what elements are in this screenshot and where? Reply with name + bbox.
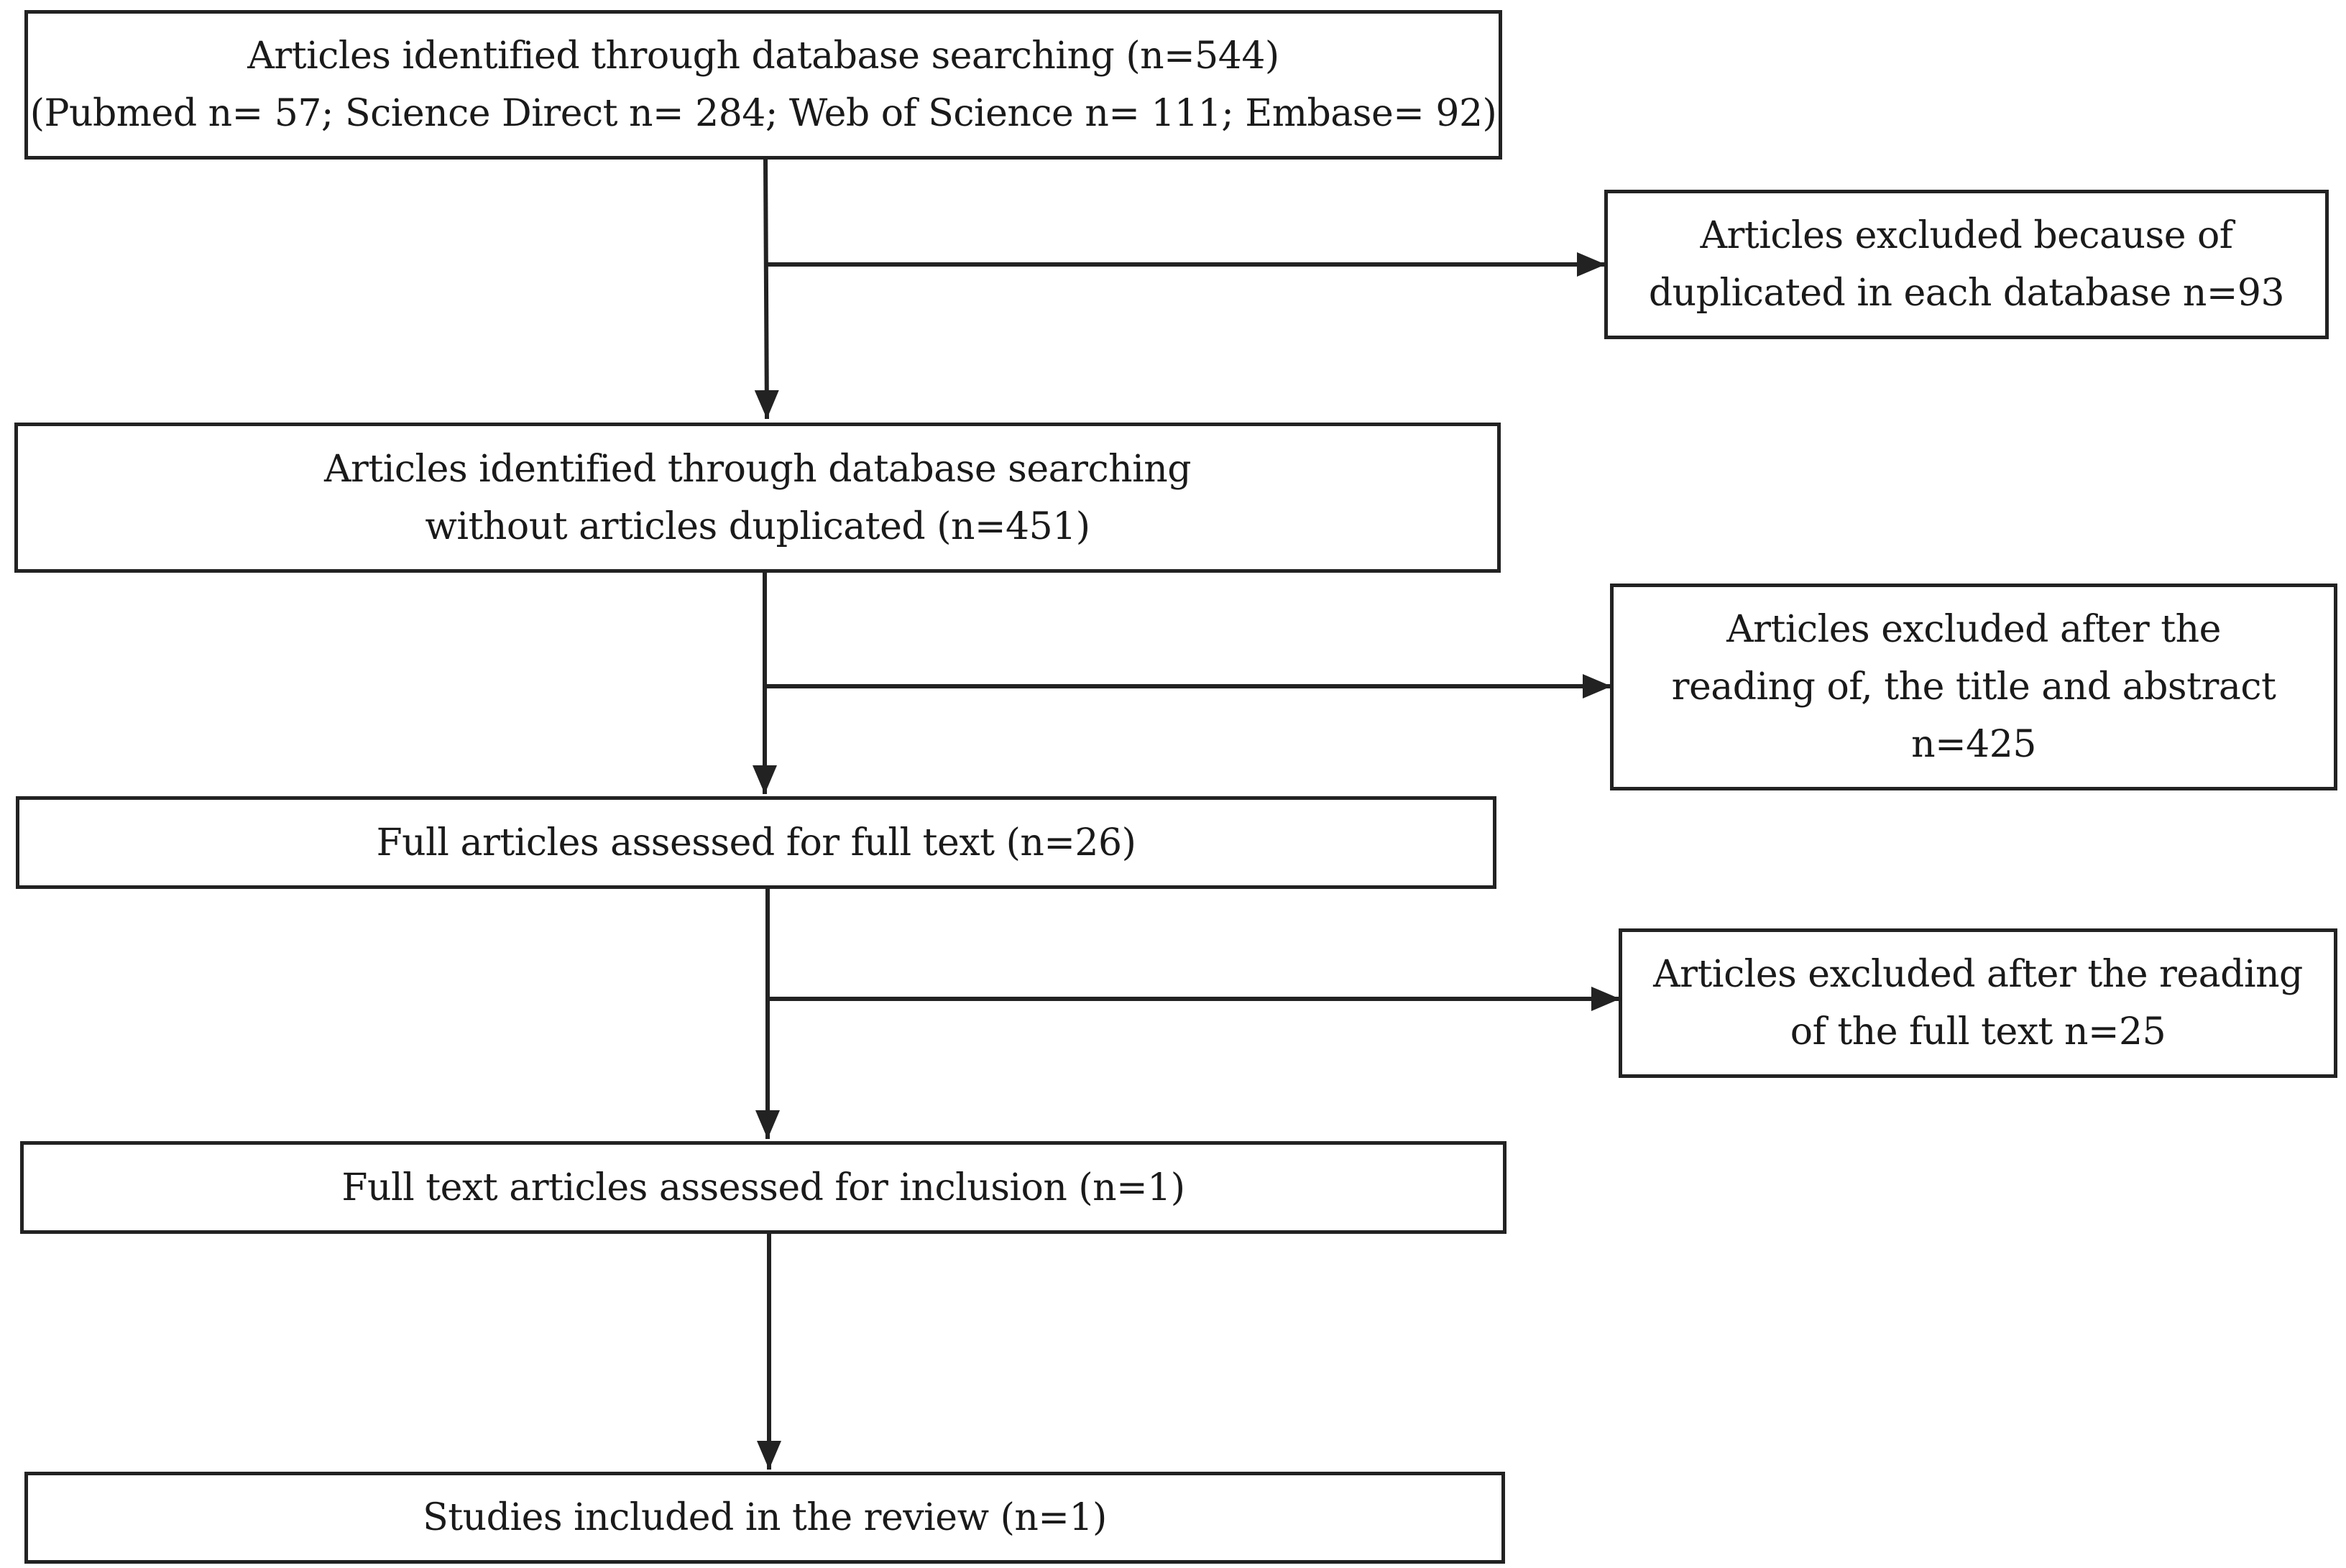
box-excluded-duplicates-line-1: Articles excluded because of — [1700, 214, 2233, 257]
box-excluded-title-abstract-line-2: reading of, the title and abstract — [1671, 665, 2276, 709]
box-included-line-1: Studies included in the review (n=1) — [423, 1496, 1107, 1539]
box-without-duplicates-line-2: without articles duplicated (n=451) — [425, 504, 1090, 548]
box-identified: Articles identified through database sea… — [24, 10, 1502, 160]
box-excluded-title-abstract: Articles excluded after the reading of, … — [1610, 584, 2337, 790]
box-excluded-full-text: Articles excluded after the reading of t… — [1619, 928, 2337, 1078]
arrow-identified-to-deduplicated — [754, 159, 779, 420]
box-excluded-duplicates: Articles excluded because of duplicated … — [1604, 190, 2329, 339]
box-identified-line-1: Articles identified through database sea… — [247, 34, 1279, 78]
box-identified-line-2: (Pubmed n= 57; Science Direct n= 284; We… — [29, 92, 1497, 135]
box-full-assessed-line-1: Full articles assessed for full text (n=… — [376, 821, 1136, 864]
box-full-assessed: Full articles assessed for full text (n=… — [16, 796, 1496, 889]
box-excluded-full-text-line-1: Articles excluded after the reading — [1653, 953, 2303, 996]
box-without-duplicates-line-1: Articles identified through database sea… — [323, 447, 1192, 491]
box-excluded-full-text-line-2: of the full text n=25 — [1790, 1010, 2166, 1053]
box-included: Studies included in the review (n=1) — [24, 1472, 1505, 1564]
box-without-duplicates: Articles identified through database sea… — [14, 423, 1501, 573]
box-excluded-title-abstract-line-1: Articles excluded after the — [1726, 608, 2221, 651]
box-inclusion-assessed-line-1: Full text articles assessed for inclusio… — [341, 1166, 1185, 1209]
box-inclusion-assessed: Full text articles assessed for inclusio… — [20, 1141, 1506, 1234]
box-excluded-title-abstract-line-3: n=425 — [1911, 723, 2036, 766]
box-excluded-duplicates-line-2: duplicated in each database n=93 — [1648, 272, 2285, 315]
